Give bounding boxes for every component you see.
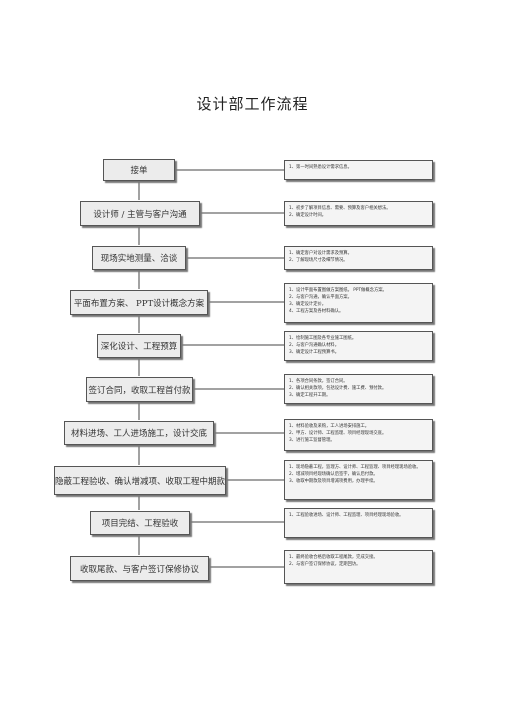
step-label: 设计师 / 主管与客户沟通 bbox=[93, 209, 187, 220]
step-note-1: 1、第一时间熟悉设计需求信息。 bbox=[284, 160, 433, 180]
note-line: 3、确定设计工程预算书。 bbox=[289, 350, 339, 355]
note-line: 2、与客户沟通确认材料。 bbox=[289, 343, 339, 348]
note-line: 1、确定客户对设计需求及预算。 bbox=[289, 251, 352, 256]
note-line: 1、第一时间熟悉设计需求信息。 bbox=[289, 165, 352, 170]
step-box-9: 项目完结、工程验收 bbox=[90, 511, 190, 535]
page-title: 设计部工作流程 bbox=[196, 95, 309, 113]
note-line: 1、最终验收合格后收取工程尾款，完成交接。 bbox=[289, 555, 378, 560]
step-label: 材料进场、工人进场施工，设计交底 bbox=[70, 429, 207, 439]
note-line: 3、确定工程开工期。 bbox=[289, 393, 331, 398]
step-box-8: 隐蔽工程验收、确认增减项、收取工程中期款 bbox=[54, 466, 226, 495]
step-label: 签订合同，收取工程首付款 bbox=[88, 385, 191, 396]
note-line: 1、材料验收及采购，工人进场安排施工。 bbox=[289, 424, 370, 429]
step-note-10: 1、最终验收合格后收取工程尾款，完成交接。 2、与客户签订保修协议，定期回访。 bbox=[284, 550, 433, 584]
step-note-4: 1、设计平面布置图做方案图纸。 PPT做概念方案。 2、与客户沟通，确认平面方案… bbox=[284, 283, 433, 323]
step-note-7: 1、材料验收及采购，工人进场安排施工。 2、甲方、设计师、工程监理、项目经理现场… bbox=[284, 419, 433, 451]
step-note-8: 1、现场隐蔽工程，监理方、设计师、工程监理、项目经理现场验收。 2、增减项目经现… bbox=[284, 460, 433, 500]
step-box-2: 设计师 / 主管与客户沟通 bbox=[80, 201, 200, 226]
note-line: 2、了解现场尺寸及细节情况。 bbox=[289, 258, 348, 263]
step-box-1: 接单 bbox=[103, 159, 175, 181]
note-line: 3、收取中期款及项目增减项费用，办理手续。 bbox=[289, 479, 378, 484]
note-line: 1、各项合同条款，签订合同。 bbox=[289, 379, 348, 384]
step-label: 深化设计、工程预算 bbox=[100, 342, 178, 352]
note-line: 4、工程方案及各材料确认。 bbox=[289, 309, 344, 314]
step-box-4: 平面布置方案、 PPT设计概念方案 bbox=[70, 290, 208, 315]
step-box-7: 材料进场、工人进场施工，设计交底 bbox=[64, 421, 214, 445]
note-line: 2、增减项目经现场确认后签字，确认后付款。 bbox=[289, 472, 378, 477]
note-line: 2、确认相关款项，包括设计费、施工费、预付款。 bbox=[289, 386, 387, 391]
step-label: 现场实地测量、洽谈 bbox=[100, 254, 178, 264]
note-line: 3、进行施工监督管理。 bbox=[289, 438, 335, 443]
note-line: 1、绘制施工图及各专业施工图纸。 bbox=[289, 336, 357, 341]
note-line: 2、与客户沟通，确认平面方案。 bbox=[289, 295, 352, 300]
step-label: 项目完结、工程验收 bbox=[101, 519, 179, 529]
step-note-6: 1、各项合同条款，签订合同。 2、确认相关款项，包括设计费、施工费、预付款。 3… bbox=[284, 374, 433, 404]
step-box-5: 深化设计、工程预算 bbox=[97, 334, 181, 358]
note-line: 1、初步了解项目信息、需要、预算及客户相关想法。 bbox=[289, 206, 391, 211]
step-note-3: 1、确定客户对设计需求及预算。 2、了解现场尺寸及细节情况。 bbox=[284, 246, 433, 270]
note-line: 2、确定设计时间。 bbox=[289, 213, 327, 218]
note-line: 1、设计平面布置图做方案图纸。 PPT做概念方案。 bbox=[289, 288, 387, 293]
note-line: 2、甲方、设计师、工程监理、项目经理现场交底。 bbox=[289, 431, 387, 436]
step-note-2: 1、初步了解项目信息、需要、预算及客户相关想法。 2、确定设计时间。 bbox=[284, 201, 433, 226]
note-line: 2、与客户签订保修协议，定期回访。 bbox=[289, 562, 361, 567]
note-line: 3、确定设计定价。 bbox=[289, 302, 327, 307]
step-note-9: 1、工程验收进场、设计师、工程监理、项目经理现场验收。 bbox=[284, 508, 433, 538]
step-note-5: 1、绘制施工图及各专业施工图纸。 2、与客户沟通确认材料。 3、确定设计工程预算… bbox=[284, 331, 433, 361]
step-box-3: 现场实地测量、洽谈 bbox=[92, 246, 186, 270]
note-line: 1、工程验收进场、设计师、工程监理、项目经理现场验收。 bbox=[289, 513, 404, 518]
note-line: 1、现场隐蔽工程，监理方、设计师、工程监理、项目经理现场验收。 bbox=[289, 465, 421, 470]
step-label: 接单 bbox=[130, 166, 148, 176]
step-label: 收取尾款、与客户签订保修协议 bbox=[79, 564, 199, 575]
step-box-6: 签订合同，收取工程首付款 bbox=[86, 377, 193, 402]
step-label: 隐蔽工程验收、确认增减项、收取工程中期款 bbox=[55, 476, 226, 487]
step-box-10: 收取尾款、与客户签订保修协议 bbox=[70, 556, 209, 581]
step-label: 平面布置方案、 PPT设计概念方案 bbox=[73, 298, 205, 309]
